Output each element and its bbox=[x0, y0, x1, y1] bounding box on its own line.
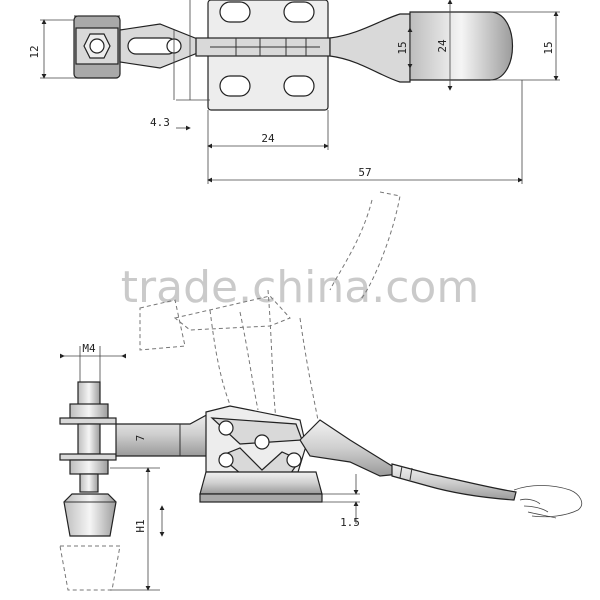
dim-handle-inner: 15 bbox=[396, 41, 409, 54]
dim-offset: 4.3 bbox=[150, 116, 170, 129]
side-view bbox=[59, 191, 583, 591]
dim-overall-length: 57 bbox=[358, 166, 371, 179]
dim-base-width: 24 bbox=[261, 132, 275, 145]
dim-spindle-gap: 7 bbox=[134, 435, 147, 442]
dim-thread: M4 bbox=[82, 342, 96, 355]
dim-clamp-height: H1 bbox=[134, 519, 147, 532]
top-view bbox=[40, 0, 560, 184]
dim-handle-right: 15 bbox=[542, 41, 555, 54]
dim-handle-height: 24 bbox=[436, 39, 449, 53]
dim-base-thickness: 1.5 bbox=[340, 516, 360, 529]
dim-top-height: 12 bbox=[28, 45, 41, 58]
watermark: trade.china.com bbox=[121, 262, 479, 313]
